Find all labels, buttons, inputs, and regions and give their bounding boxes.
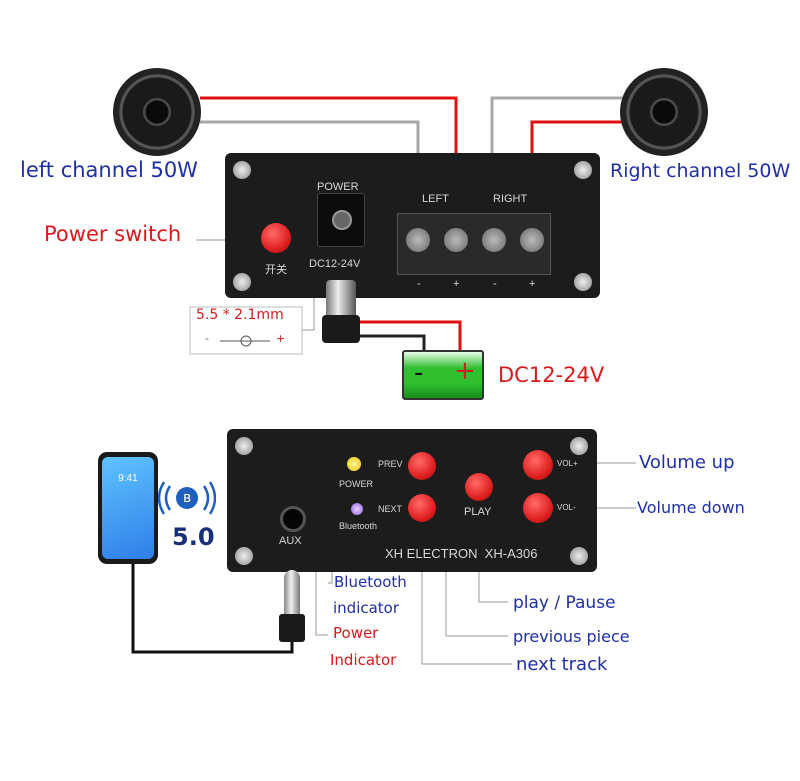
amplifier-front-panel: AUX POWER Bluetooth PREV NEXT PLAY VOL+ …: [227, 429, 597, 572]
play-button[interactable]: [465, 473, 493, 501]
next-button[interactable]: [408, 494, 436, 522]
left-speaker: [113, 68, 201, 156]
jack-plus: +: [276, 332, 286, 345]
terminal-sign: +: [453, 278, 460, 290]
amplifier-top-panel: 开关 POWER DC12-24V LEFT RIGHT - + - +: [225, 153, 600, 298]
volume-up-callout: Volume up: [639, 452, 735, 473]
battery-minus: -: [414, 358, 424, 388]
power-led-label: POWER: [339, 479, 374, 489]
screw-icon: [574, 273, 592, 291]
terminal-screw-icon[interactable]: [444, 228, 468, 252]
volume-down-button[interactable]: [523, 493, 553, 523]
aux-label: AUX: [279, 535, 302, 547]
bluetooth-indicator-callout-2: indicator: [333, 599, 400, 617]
jack-minus: -: [205, 332, 209, 345]
bluetooth-led-label: Bluetooth: [339, 521, 378, 531]
phone-screen: 9:41: [102, 457, 154, 559]
dc-jack: [317, 193, 365, 247]
terminal-screw-icon[interactable]: [520, 228, 544, 252]
previous-piece-callout: previous piece: [513, 627, 630, 646]
brand-label: XH ELECTRON XH-A306: [385, 546, 538, 561]
dc-supply-label: DC12-24V: [498, 363, 605, 387]
terminal-screw-icon[interactable]: [482, 228, 506, 252]
right-terminal-label: RIGHT: [493, 193, 528, 205]
screw-icon: [233, 273, 251, 291]
vol-down-label: VOL-: [557, 503, 576, 512]
jack-symbol-circle: [240, 335, 252, 347]
prev-button[interactable]: [408, 452, 436, 480]
bluetooth-icon: ʙ: [176, 487, 198, 509]
screw-icon: [574, 161, 592, 179]
left-channel-label: left channel 50W: [20, 158, 198, 182]
bluetooth-led-icon: [351, 503, 363, 515]
phone-time: 9:41: [118, 473, 138, 484]
dc-plug-collar: [322, 315, 360, 343]
bluetooth-indicator-callout-1: Bluetooth: [334, 573, 407, 591]
power-led-icon: [347, 457, 361, 471]
screw-icon: [235, 547, 253, 565]
bluetooth-waves-icon: [158, 481, 216, 515]
power-indicator-callout-1: Power: [333, 624, 379, 642]
vol-up-label: VOL+: [557, 459, 578, 468]
speaker-terminal-block: [397, 213, 551, 275]
power-wires: [355, 320, 462, 350]
terminal-sign: +: [529, 278, 536, 290]
power-indicator-callout-2: Indicator: [330, 651, 397, 669]
volume-down-callout: Volume down: [637, 498, 745, 517]
aux-jack[interactable]: [280, 506, 306, 532]
aux-plug: [284, 570, 300, 620]
next-label: NEXT: [378, 504, 403, 514]
battery-plus: +: [454, 356, 476, 386]
dc-voltage-label: DC12-24V: [309, 258, 361, 270]
terminal-sign: -: [493, 278, 497, 290]
right-speaker: [620, 68, 708, 156]
screw-icon: [235, 437, 253, 455]
smartphone: 9:41: [98, 452, 158, 564]
screw-icon: [233, 161, 251, 179]
jack-spec-label: 5.5 * 2.1mm: [196, 307, 284, 323]
power-switch-callout: Power switch: [44, 222, 182, 246]
left-terminal-label: LEFT: [422, 193, 449, 205]
prev-label: PREV: [378, 459, 403, 469]
power-switch-button[interactable]: [261, 223, 291, 253]
power-label: POWER: [317, 181, 359, 193]
terminal-sign: -: [417, 278, 421, 290]
screw-icon: [570, 547, 588, 565]
battery-icon: - +: [402, 350, 484, 400]
dc-red-wire: [355, 320, 462, 350]
switch-label: 开关: [265, 264, 287, 276]
aux-cable: [131, 562, 294, 654]
aux-plug-body: [279, 614, 305, 642]
terminal-screw-icon[interactable]: [406, 228, 430, 252]
next-track-callout: next track: [516, 654, 608, 675]
right-channel-label: Right channel 50W: [610, 160, 791, 182]
dc-jack-hole-icon: [332, 210, 352, 230]
dc-black-wire: [358, 334, 426, 350]
bluetooth-version: 5.0: [172, 523, 215, 551]
screw-icon: [570, 437, 588, 455]
play-pause-callout: play / Pause: [513, 593, 616, 613]
volume-up-button[interactable]: [523, 450, 553, 480]
play-label: PLAY: [464, 506, 492, 518]
